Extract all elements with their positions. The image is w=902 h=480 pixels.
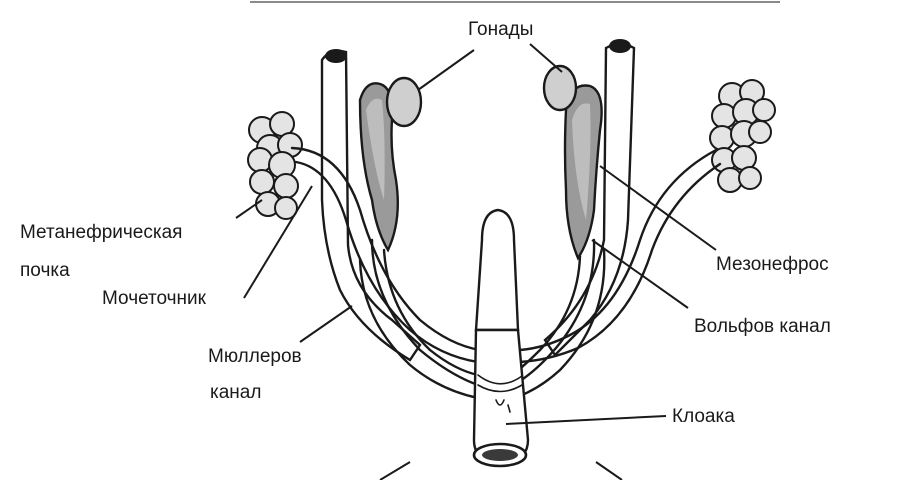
right-metanephric-kidney bbox=[710, 80, 775, 192]
right-mesonephros bbox=[565, 86, 602, 259]
mullerian-duct-leader bbox=[300, 306, 352, 342]
label-wolffian-duct: Вольфов канал bbox=[694, 316, 831, 337]
label-cloaca: Клоака bbox=[672, 406, 735, 427]
label-metanephric-kidney-line2: почка bbox=[20, 260, 70, 281]
bottom-left-stroke bbox=[380, 462, 410, 480]
gonads-leader-left bbox=[418, 50, 474, 90]
label-ureter: Мочеточник bbox=[102, 288, 207, 309]
right-gonad bbox=[544, 66, 576, 110]
label-gonads: Гонады bbox=[468, 19, 533, 40]
bottom-right-stroke bbox=[596, 462, 622, 480]
gonads-leader-right bbox=[530, 44, 562, 72]
label-mullerian-duct-line2: канал bbox=[210, 382, 261, 403]
label-metanephric-kidney-line1: Метанефрическая bbox=[20, 222, 182, 243]
cloaca-leader bbox=[506, 416, 666, 424]
left-gonad bbox=[387, 78, 421, 126]
label-mesonephros: Мезонефрос bbox=[716, 254, 829, 275]
cloaca bbox=[474, 210, 528, 466]
label-mullerian-duct-line1: Мюллеров bbox=[208, 346, 302, 367]
